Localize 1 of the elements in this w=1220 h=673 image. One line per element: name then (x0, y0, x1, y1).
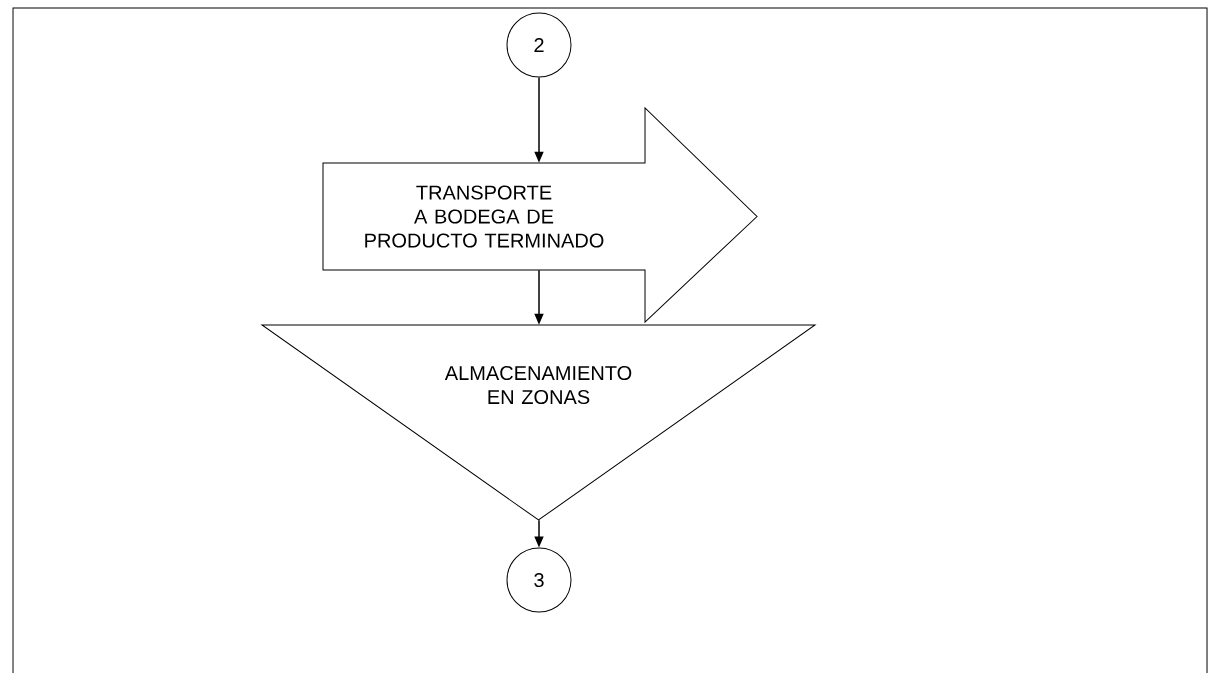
storage-triangle: ALMACENAMIENTO EN ZONAS (261, 324, 816, 521)
